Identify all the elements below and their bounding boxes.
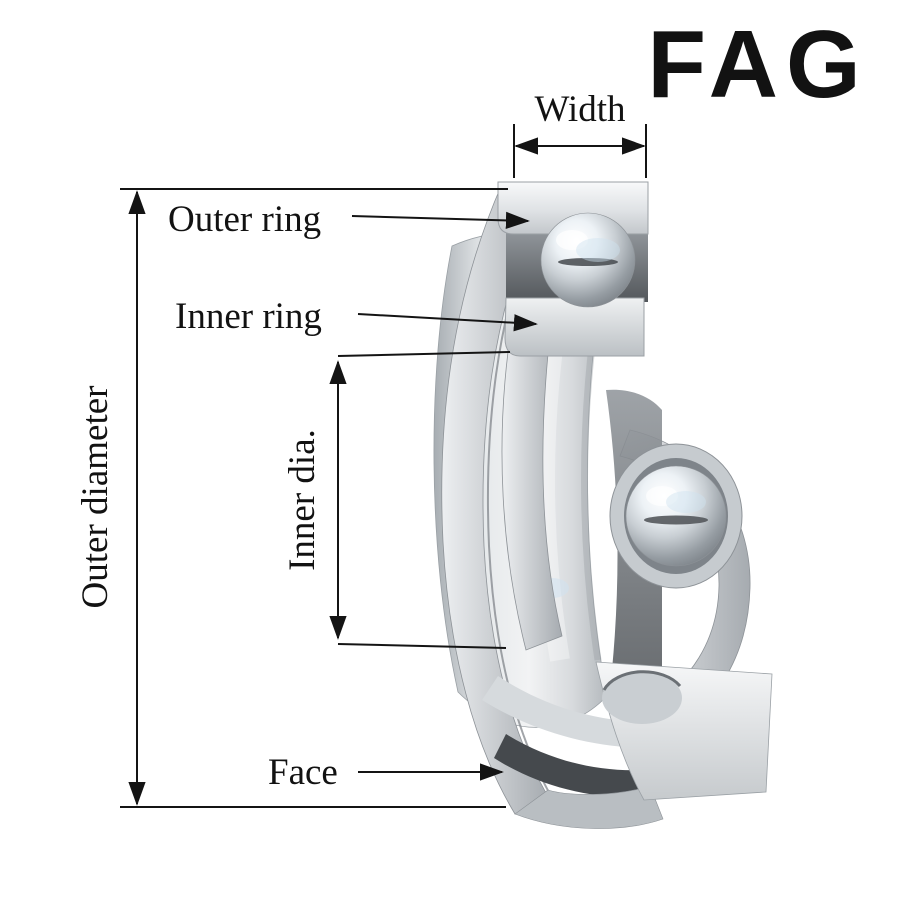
brand-logo: FAG <box>647 11 868 118</box>
lower-ball-slit <box>644 515 708 525</box>
outer-diameter-label: Outer diameter <box>75 386 116 609</box>
inner-ring-band <box>501 351 563 651</box>
width-label: Width <box>534 89 626 130</box>
upper-ball-slit <box>558 258 618 266</box>
inner-dia-label: Inner dia. <box>282 429 323 571</box>
upper-ball-highlight <box>556 230 588 250</box>
bottom-mid-band <box>482 676 640 748</box>
bottom-rim <box>514 785 664 829</box>
inner-ring-leader-line <box>357 313 538 332</box>
bottom-cut-notch <box>602 672 682 724</box>
outer-ring-label: Outer ring <box>168 199 321 240</box>
dimension-annotations: Width Outer diameter Inner dia. Outer ri… <box>75 89 647 808</box>
inner-dia-ext-line-bottom <box>337 643 507 649</box>
upper-ball-blue-tint <box>576 238 620 262</box>
inner-ring-section-block <box>504 297 645 357</box>
inner-dia-ext-line-top <box>337 351 511 357</box>
bearing-illustration <box>433 181 773 829</box>
bottom-cut-notch-arc <box>602 670 682 691</box>
inner-ring-label: Inner ring <box>175 296 322 337</box>
face-label: Face <box>268 752 338 793</box>
lower-ball-highlight <box>646 486 678 506</box>
lower-ball-blue-tint <box>666 491 706 513</box>
bottom-groove <box>494 734 645 798</box>
outer-ring-leader-line <box>351 211 530 230</box>
